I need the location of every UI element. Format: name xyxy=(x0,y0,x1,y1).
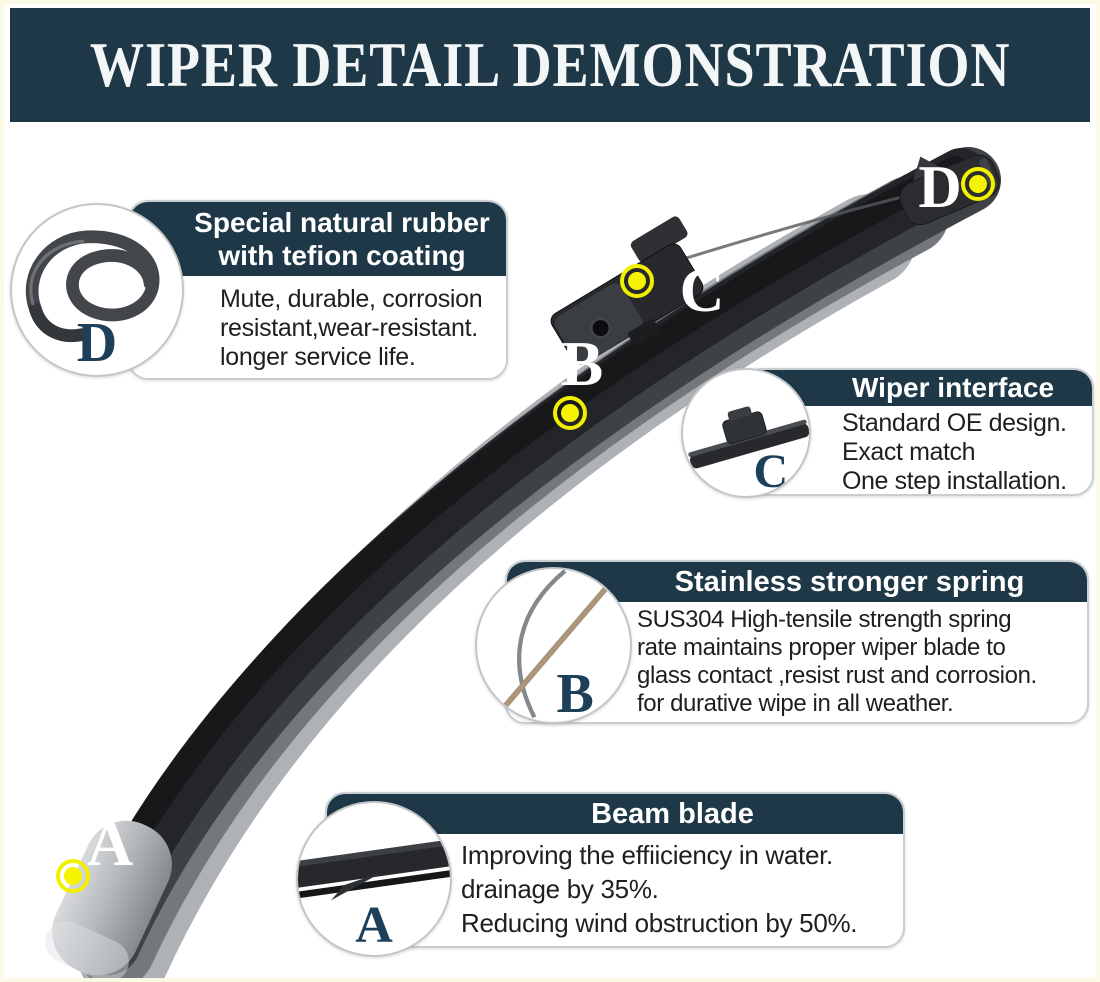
detail-circle-interface: C xyxy=(681,368,811,498)
connector-hook xyxy=(628,318,660,346)
beam-rubber-lip xyxy=(298,869,450,899)
rubber-coil xyxy=(25,230,160,322)
rubber-tail xyxy=(29,302,89,342)
end-cap-shape xyxy=(52,820,172,976)
blade-body xyxy=(75,147,1001,982)
callout-beam-body: Improving the effiiciency in water. drai… xyxy=(327,834,903,940)
callout-beam-title: Beam blade xyxy=(591,797,754,830)
callout-spring-title: Stainless stronger spring xyxy=(674,565,1025,598)
detail-circle-spring: B xyxy=(475,567,632,724)
circle-letter-c: C xyxy=(753,445,789,498)
mini-blade-with-adapter xyxy=(688,406,809,469)
point-marker-b xyxy=(553,396,587,430)
callout-spring-line4: for durative wipe in all weather. xyxy=(637,690,954,717)
blade-top-edge xyxy=(76,156,967,937)
callout-rubber-line1: Mute, durable, corrosion xyxy=(220,285,483,313)
callout-interface-body: Standard OE design. Exact match One step… xyxy=(744,406,1092,495)
mini-adapter-tab xyxy=(727,406,752,421)
callout-interface-line3: One step installation. xyxy=(842,467,1067,495)
blade-label-a: A xyxy=(86,808,134,879)
callout-beam-line3: Reducing wind obstruction by 50%. xyxy=(461,908,858,938)
callout-interface-line2: Exact match xyxy=(842,438,976,466)
rubber-highlight xyxy=(29,239,85,306)
detail-circle-beam: A xyxy=(296,801,452,957)
connector-hole xyxy=(590,318,611,339)
spring-strip xyxy=(495,586,609,717)
title-banner: WIPER DETAIL DEMONSTRATION xyxy=(10,8,1090,122)
point-marker-c xyxy=(620,264,654,298)
callout-spring-body: SUS304 High-tensile strength spring rate… xyxy=(507,602,1087,718)
mini-beam-closeup xyxy=(298,839,450,901)
callout-rubber: Special natural rubber with tefion coati… xyxy=(128,200,508,380)
detail-circle-rubber: D xyxy=(10,203,184,377)
beam-top-light xyxy=(298,839,450,868)
callout-rubber-title-1: Special natural rubber xyxy=(194,207,490,238)
spring-steel-curve xyxy=(517,569,567,719)
circle-letter-d: D xyxy=(76,312,118,374)
tip-fin xyxy=(912,156,946,184)
callout-spring-line3: glass contact ,resist rust and corrosion… xyxy=(637,662,1037,689)
mini-blade xyxy=(689,423,809,469)
page-title-text: WIPER DETAIL DEMONSTRATION xyxy=(89,29,1011,100)
callout-interface-title: Wiper interface xyxy=(851,372,1055,403)
interface-photo xyxy=(688,406,809,469)
circle-letter-a: A xyxy=(355,897,393,954)
page-title: WIPER DETAIL DEMONSTRATION xyxy=(90,29,1010,102)
callout-rubber-header: Special natural rubber with tefion coati… xyxy=(130,202,506,276)
point-marker-a xyxy=(56,859,90,893)
callout-rubber-body: Mute, durable, corrosion resistant,wear-… xyxy=(130,276,506,372)
callout-spring-line2: rate maintains proper wiper blade to xyxy=(637,634,1006,661)
connector-top-tab xyxy=(630,216,688,263)
blade-end-cap xyxy=(45,820,172,982)
blade-label-c: C xyxy=(679,257,725,325)
callout-beam-line2: drainage by 35%. xyxy=(461,874,659,904)
rubber-strip-photo xyxy=(25,230,160,342)
beam-spine xyxy=(298,840,450,888)
callout-interface: Wiper interface Standard OE design. Exac… xyxy=(742,368,1094,496)
callout-rubber-line2: resistant,wear-resistant. xyxy=(220,314,478,342)
beam-blade-photo xyxy=(298,839,450,901)
callout-interface-line1: Standard OE design. xyxy=(842,409,1067,437)
point-marker-d xyxy=(961,167,995,201)
wiper-connector xyxy=(550,216,704,365)
spring-photo xyxy=(495,569,609,719)
callout-rubber-title-2: with tefion coating xyxy=(218,240,466,271)
blade-label-d: D xyxy=(918,154,962,220)
callout-beam-header: Beam blade xyxy=(327,794,903,834)
circle-letter-b: B xyxy=(556,663,594,724)
callout-rubber-line3: longer service life. xyxy=(220,343,416,371)
callout-spring-line1: SUS304 High-tensile strength spring xyxy=(637,606,1012,633)
callout-beam-line1: Improving the effiiciency in water. xyxy=(461,840,833,870)
end-cap-rim xyxy=(45,920,129,982)
blade-label-b: B xyxy=(560,328,604,399)
